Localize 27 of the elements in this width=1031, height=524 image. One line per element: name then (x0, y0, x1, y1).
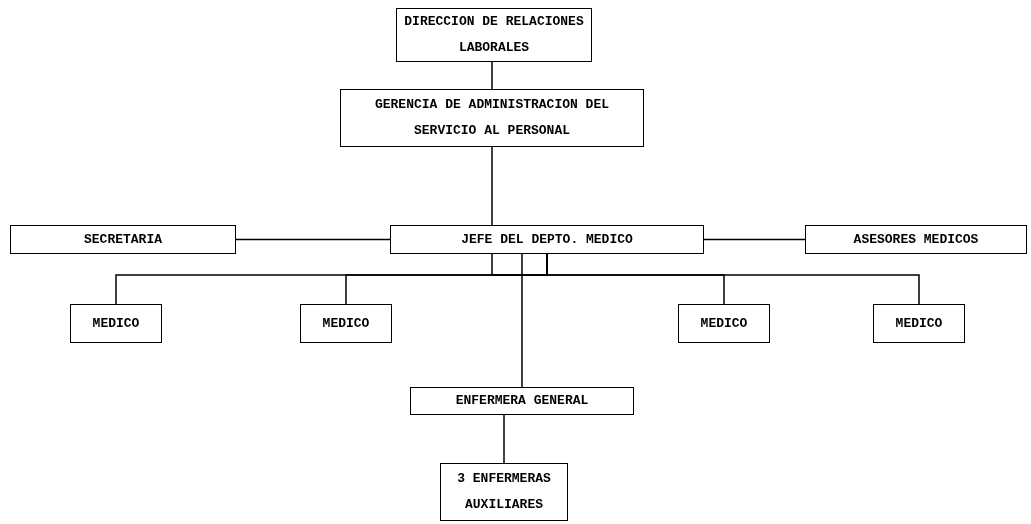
org-box (390, 225, 704, 254)
box-label: MEDICO (322, 314, 370, 333)
org-box (300, 304, 392, 343)
connector-line (491, 61, 493, 90)
org-box (70, 304, 162, 343)
connector-line (703, 238, 806, 241)
connector-line (521, 253, 523, 388)
org-box (873, 304, 965, 343)
org-box (805, 225, 1027, 254)
box-label: 3 ENFERMERAS AUXILIARES (456, 470, 552, 514)
org-box (440, 463, 568, 521)
org-box (410, 387, 634, 415)
box-label: SECRETARIA (84, 230, 162, 249)
connector-line (503, 414, 505, 464)
box-label: GERENCIA DE ADMINISTRACION DEL SERVICIO AL PERSONAL (373, 96, 610, 140)
org-box (678, 304, 770, 343)
box-label: ENFERMERA GENERAL (455, 392, 589, 410)
box-label: MEDICO (92, 314, 140, 333)
box-label: MEDICO (700, 314, 748, 333)
org-box (340, 89, 644, 147)
box-label: JEFE DEL DEPTO. MEDICO (461, 230, 633, 249)
box-label: MEDICO (895, 314, 943, 333)
box-label: ASESORES MEDICOS (853, 230, 979, 249)
box-label: DIRECCION DE RELACIONES LABORALES (403, 13, 585, 57)
org-box (10, 225, 236, 254)
connector-line (235, 238, 391, 241)
org-box (396, 8, 592, 62)
